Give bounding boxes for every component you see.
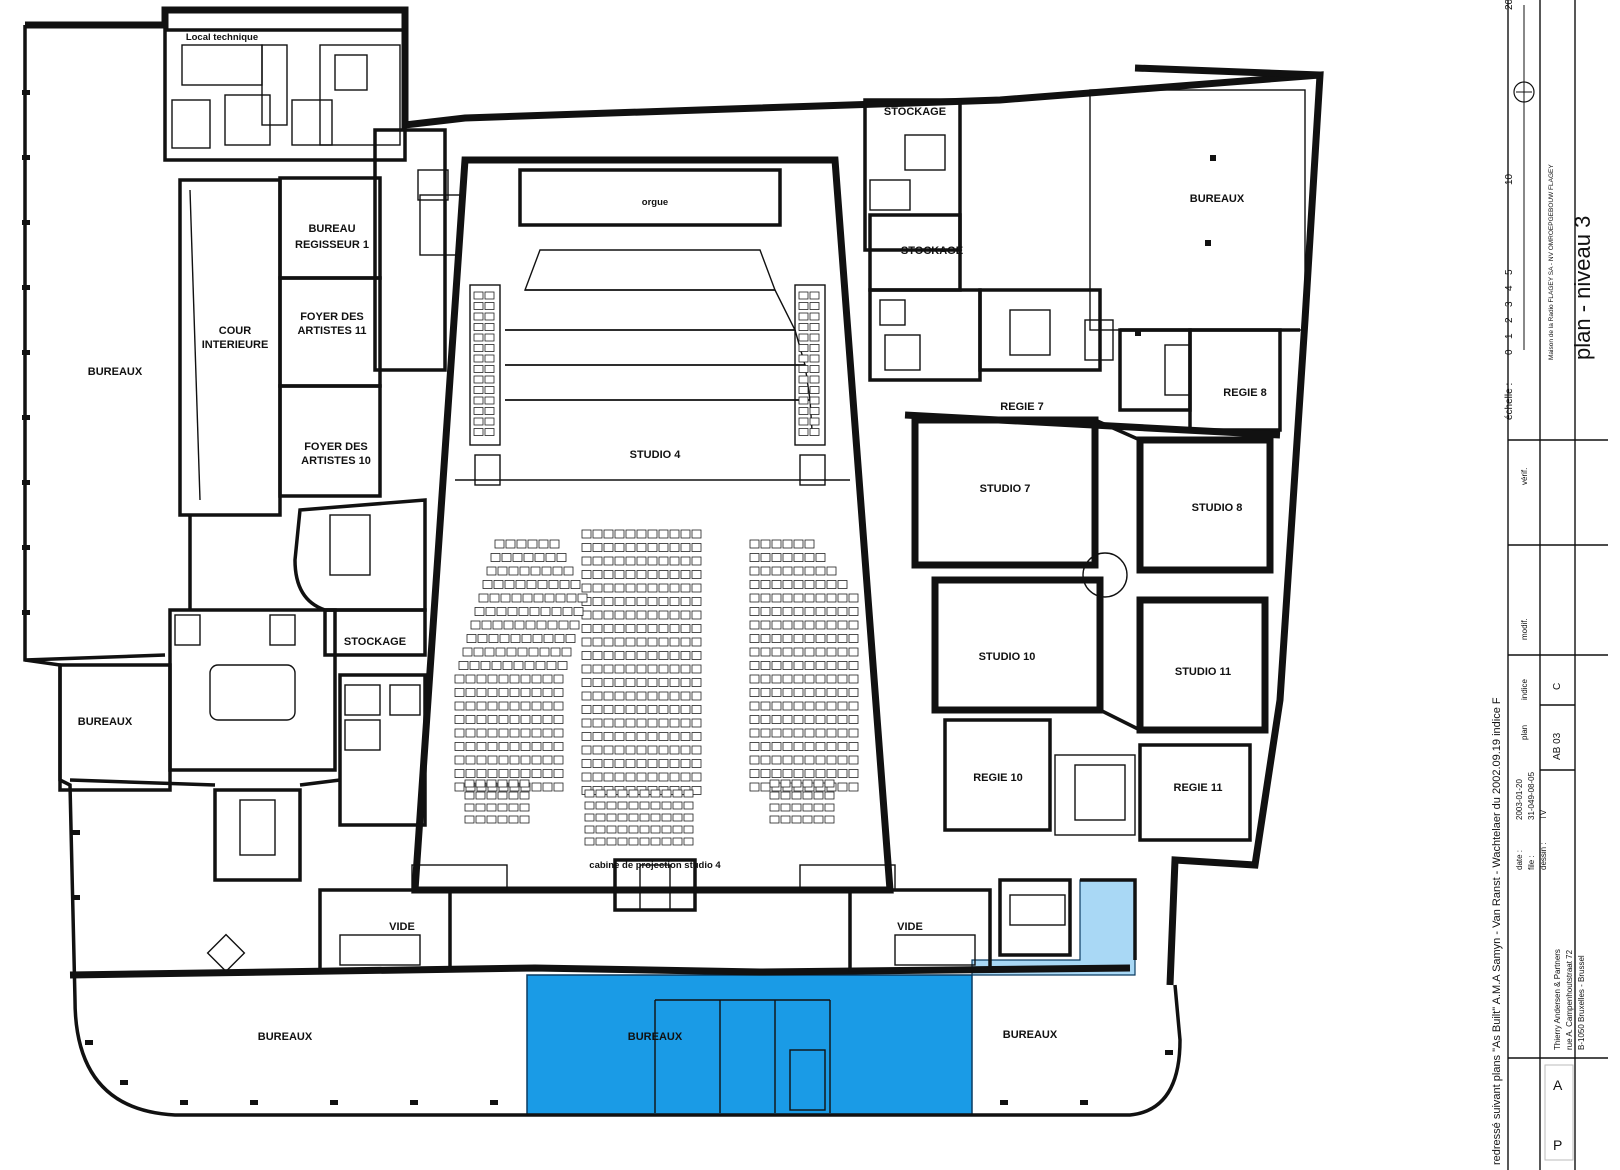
label-orgue: orgue <box>642 197 668 208</box>
label-stockage-top: STOCKAGE <box>884 106 946 118</box>
left-wing <box>24 28 461 973</box>
label-bureau-regisseur-b: REGISSEUR 1 <box>295 239 369 251</box>
firm-line-1: Thierry Andersen & Partners <box>1553 949 1562 1050</box>
svg-text:P: P <box>1553 1137 1562 1153</box>
scale-tick-0: 0 <box>1504 349 1515 355</box>
firm-line-2: rue A. Campenhoutstraat 72 <box>1565 949 1574 1050</box>
label-studio-4: STUDIO 4 <box>630 449 682 461</box>
scale-tick-10: 10 <box>1504 173 1515 185</box>
verif-label: vérif. <box>1520 468 1529 485</box>
highlighted-office-zone[interactable] <box>526 879 1136 1116</box>
plan-number: AB 03 <box>1552 732 1563 760</box>
svg-text:A: A <box>1553 1077 1563 1093</box>
right-wing <box>848 89 1306 972</box>
client-name: Maison de la Radio FLAGEY SA - NV OMROEP… <box>1548 164 1555 360</box>
firm-line-3: B-1050 Bruxelles - Brussel <box>1577 955 1586 1050</box>
label-studio-7: STUDIO 7 <box>980 483 1031 495</box>
indice-label: indice <box>1520 679 1529 700</box>
firm-logo: A P <box>1544 1064 1574 1161</box>
file-label: file : <box>1527 855 1536 870</box>
plan-title: plan - niveau 3 <box>1570 216 1595 360</box>
label-bureaux-bottom-center: BUREAUX <box>628 1031 683 1043</box>
label-foyer-10-b: ARTISTES 10 <box>301 455 371 467</box>
label-cabine: cabine de projection studio 4 <box>589 860 721 871</box>
label-studio-10: STUDIO 10 <box>979 651 1036 663</box>
label-local-technique: Local technique <box>186 32 258 43</box>
scale-tick-20: 20 <box>1504 0 1515 10</box>
label-bureaux-left: BUREAUX <box>88 366 143 378</box>
file-value: 31-049-08-05 <box>1527 771 1536 820</box>
date-label: date : <box>1515 850 1524 870</box>
scale-tick-3: 3 <box>1504 301 1515 307</box>
label-stockage-mid: STOCKAGE <box>901 245 963 257</box>
label-cour-a: COUR <box>219 325 251 337</box>
label-bureaux-bottom-left: BUREAUX <box>258 1031 313 1043</box>
title-block: échelle : 0 1 2 3 4 5 10 20 Maison de la… <box>1491 0 1608 1170</box>
label-stockage-left: STOCKAGE <box>344 636 406 648</box>
window-markers <box>22 90 1173 1105</box>
scale-tick-5: 5 <box>1504 269 1515 275</box>
dessin-value: TV <box>1539 809 1548 820</box>
label-bureaux-west: BUREAUX <box>78 716 133 728</box>
label-regie-10: REGIE 10 <box>973 772 1023 784</box>
indice-value: C <box>1552 683 1563 690</box>
scale-tick-2: 2 <box>1504 317 1515 323</box>
label-bureaux-top-right: BUREAUX <box>1190 193 1245 205</box>
room-labels: Local technique BUREAUX BUREAU REGISSEUR… <box>78 32 1267 1043</box>
plan-label: plan <box>1520 725 1529 740</box>
label-foyer-11-a: FOYER DES <box>300 311 364 323</box>
label-studio-11: STUDIO 11 <box>1175 666 1231 678</box>
modif-label: modif. <box>1520 618 1529 640</box>
scale-tick-1: 1 <box>1504 333 1515 339</box>
label-bureau-regisseur-a: BUREAU <box>308 223 355 235</box>
label-regie-11: REGIE 11 <box>1174 782 1223 794</box>
label-regie-7: REGIE 7 <box>1000 401 1043 413</box>
redrawn-note: redressé suivant plans "As Built" A.M.A … <box>1491 697 1503 1165</box>
dessin-label: dessin : <box>1539 842 1548 870</box>
scale-label: échelle : <box>1504 383 1515 420</box>
label-bureaux-bottom-right: BUREAUX <box>1003 1029 1058 1041</box>
scale-tick-4: 4 <box>1504 285 1515 291</box>
label-foyer-10-a: FOYER DES <box>304 441 368 453</box>
label-studio-8: STUDIO 8 <box>1192 502 1243 514</box>
date-value: 2003-01-20 <box>1515 779 1524 820</box>
label-cour-b: INTERIEURE <box>202 339 269 351</box>
label-vide-left: VIDE <box>389 921 415 933</box>
label-vide-right: VIDE <box>897 921 923 933</box>
studio-4-seating <box>454 291 859 846</box>
label-regie-8: REGIE 8 <box>1223 387 1266 399</box>
label-foyer-11-b: ARTISTES 11 <box>297 325 366 337</box>
